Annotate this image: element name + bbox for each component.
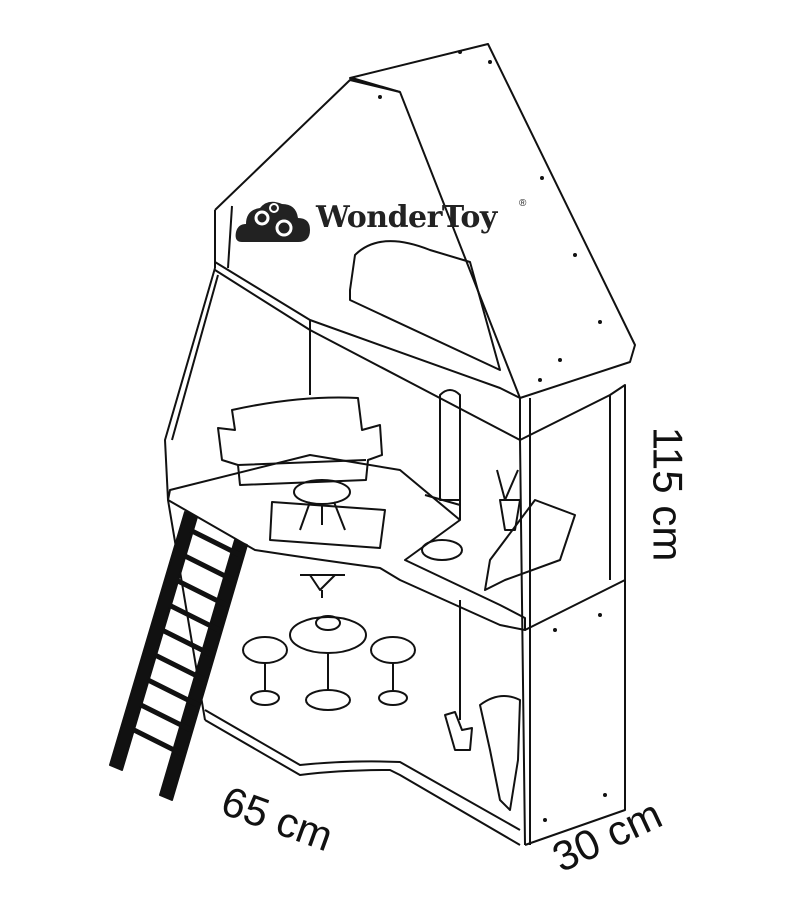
pouf — [421, 539, 463, 561]
screw-dots — [378, 50, 607, 822]
rug — [269, 501, 386, 549]
armchair — [484, 499, 576, 591]
dining-table — [289, 616, 367, 654]
stool-right — [370, 636, 416, 664]
mirror — [424, 389, 461, 506]
ground-floor — [204, 709, 521, 846]
coffee-table — [293, 479, 351, 505]
ladder — [109, 511, 248, 801]
registered-mark: ® — [519, 198, 527, 209]
middle-floor — [167, 454, 526, 631]
attic-window — [349, 240, 501, 371]
toy-dog — [444, 711, 473, 751]
brand-logo: WonderToy ® — [234, 196, 534, 248]
stool-left — [242, 636, 288, 664]
right-side — [519, 384, 626, 846]
height-dimension: 115 cm — [644, 426, 692, 562]
cloud-gears-icon — [235, 201, 310, 242]
sofa — [217, 396, 383, 486]
brand-name: WonderToy — [316, 200, 497, 235]
left-wall — [164, 267, 219, 721]
plant — [496, 469, 521, 531]
gable-front — [214, 79, 401, 269]
back-wall — [309, 320, 461, 720]
toilet — [479, 695, 521, 811]
attic-floor — [214, 261, 521, 441]
chandelier — [300, 574, 345, 598]
